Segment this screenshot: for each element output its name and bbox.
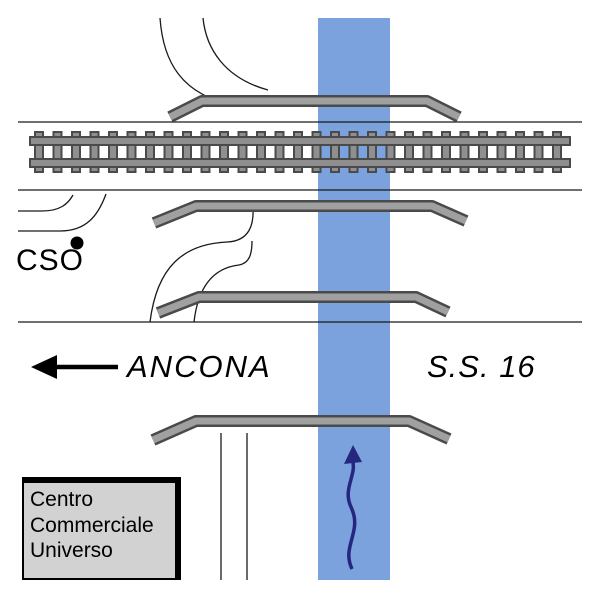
guardrail-1 [168,97,461,121]
top-curve-road-inner [202,17,269,91]
cso-street-lower-edge [18,193,107,232]
road-name-label: S.S. 16 [427,349,536,384]
top-curve-road-outer [159,17,239,107]
guardrail-2 [152,202,468,227]
guardrails [150,95,469,446]
wavy-arrow-head [344,445,362,464]
left-arrow-icon [31,355,118,379]
wavy-arrow-shaft [346,458,357,570]
guardrail-3 [156,293,450,317]
railway-rail-top [29,136,571,146]
guardrail-4 [151,417,451,444]
mall-box: Centro Commerciale Universo [22,477,181,580]
mall-label-line3: Universo [30,539,113,563]
railway-track [29,131,571,173]
mall-label-line2: Commerciale [30,513,154,537]
cso-label: CSO [16,244,85,277]
wavy-up-arrow-icon [344,445,362,570]
cso-street-upper-edge [18,194,74,212]
cso-dot-icon [70,236,84,250]
railway-rail-bottom [29,158,571,168]
mall-label-line1: Centro [30,488,94,511]
left-arrow-head [31,355,57,379]
ramp-curve-outer [149,206,254,323]
ramp-curve-inner [193,240,253,323]
ancona-direction-label: ANCONA [127,349,272,384]
